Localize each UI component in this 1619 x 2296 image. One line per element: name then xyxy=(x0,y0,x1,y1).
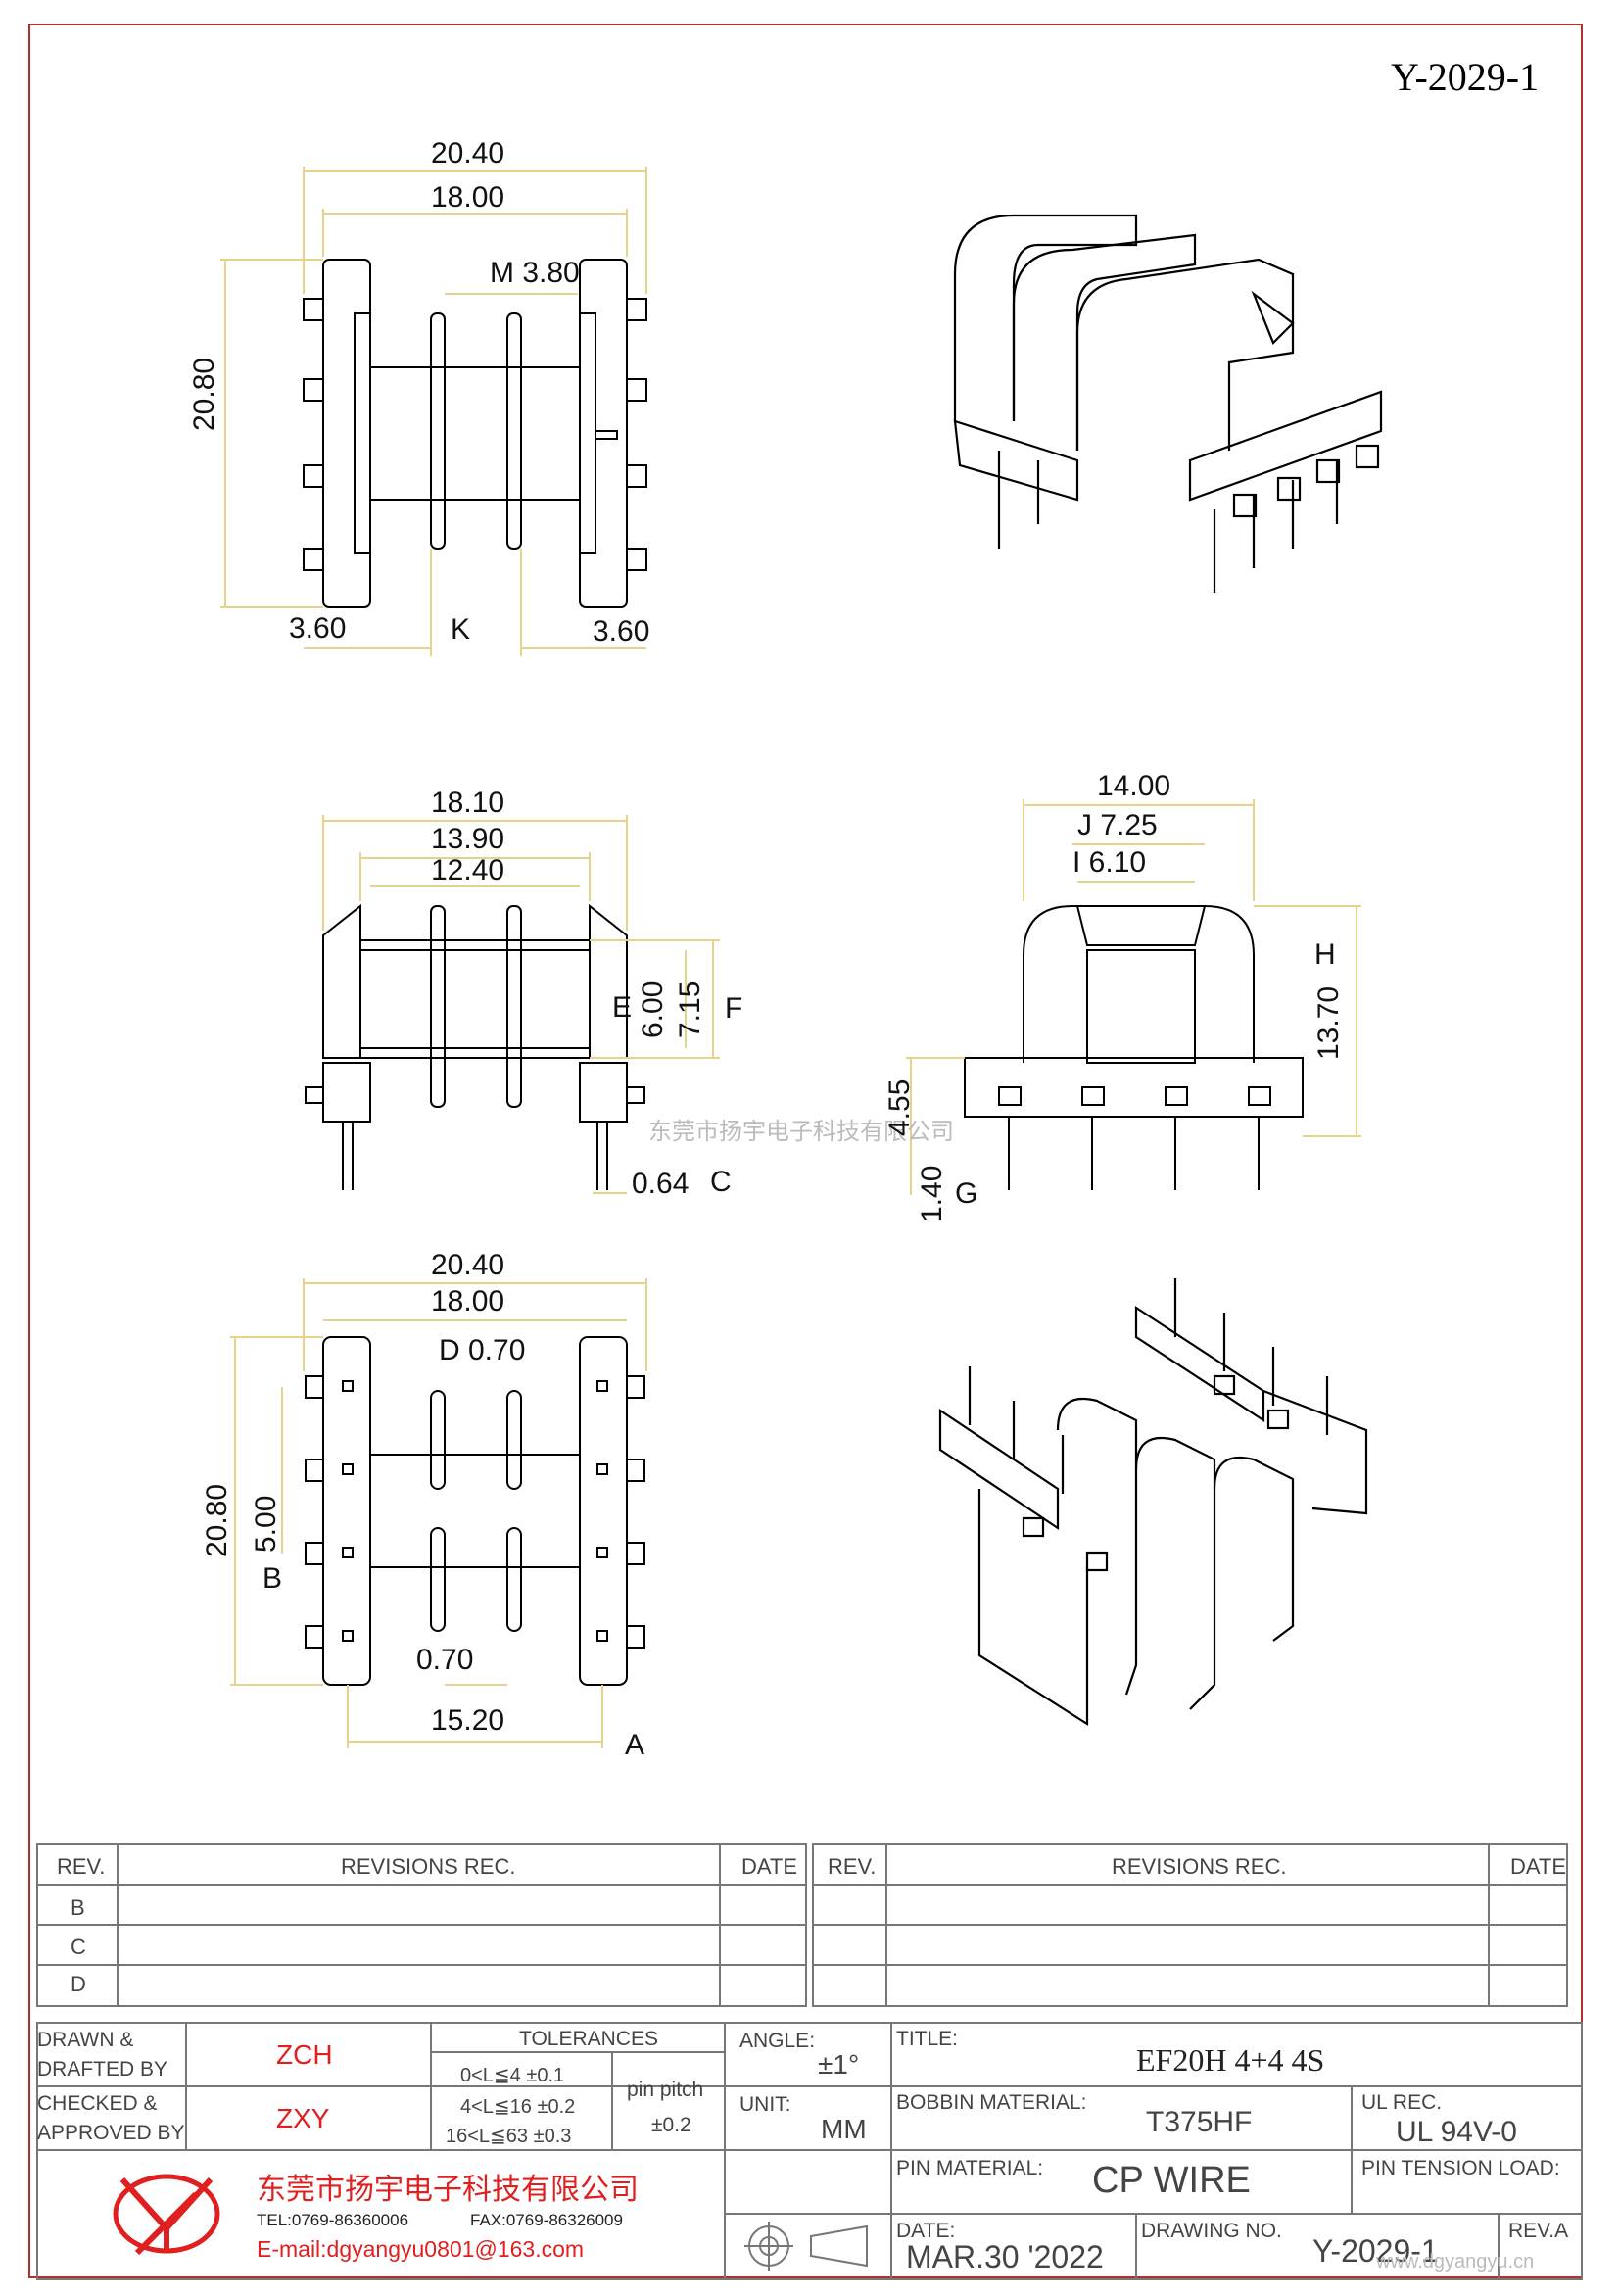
rev-row-c: C xyxy=(71,1935,86,1959)
bobbin-material-label: BOBBIN MATERIAL: xyxy=(896,2091,1087,2114)
pin-pitch-tol: ±0.2 xyxy=(651,2114,691,2136)
company-name: 东莞市扬宇电子科技有限公司 xyxy=(257,2174,639,2206)
top-view xyxy=(303,259,647,608)
drawn-by-label: DRAWN & DRAFTED BY xyxy=(37,2029,168,2081)
tolerances-label: TOLERANCES xyxy=(519,2028,658,2050)
dim-bottom-a: A xyxy=(625,1729,645,1761)
rev-header-5: REVISIONS REC. xyxy=(1112,1854,1287,1879)
dim-front-c-label: C xyxy=(710,1166,732,1198)
company-tel: TEL:0769-86360006 xyxy=(257,2211,409,2229)
dim-side-h-label: H xyxy=(1314,938,1336,971)
dim-front-f-label: F xyxy=(725,992,743,1025)
top-view-dims xyxy=(220,167,647,656)
dim-bottom-d: D 0.70 xyxy=(439,1334,526,1366)
unit-label: UNIT: xyxy=(739,2093,791,2116)
dim-side-g: 1.40 xyxy=(916,1165,948,1222)
dim-bottom-height: 20.80 xyxy=(201,1483,233,1557)
dim-bottom-inner-width: 18.00 xyxy=(431,1285,505,1317)
date-label: DATE: xyxy=(896,2220,956,2242)
dim-top-k: K xyxy=(451,613,471,646)
company-email: E-mail:dgyangyu0801@163.com xyxy=(257,2236,585,2262)
drawing-no-value: Y-2029-1 xyxy=(1312,2233,1439,2269)
dim-bottom-b: 5.00 xyxy=(250,1495,282,1553)
bottom-view xyxy=(305,1336,645,1686)
sheet-border xyxy=(28,24,1583,2278)
unit-value: MM xyxy=(821,2114,867,2144)
dim-front-c: 0.64 xyxy=(632,1168,690,1200)
dim-side-width: 14.00 xyxy=(1097,770,1171,802)
dim-front-f: 7.15 xyxy=(674,981,706,1038)
company-logo xyxy=(113,2174,220,2256)
revision-table xyxy=(36,1843,1568,2007)
rev-header-1: REV. xyxy=(57,1854,106,1879)
rev-row-d: D xyxy=(71,1972,86,1996)
top-drawing-number: Y-2029-1 xyxy=(1391,55,1540,99)
pin-pitch-label: pin pitch xyxy=(627,2079,704,2101)
bottom-watermark-url: www.dgyangyu.cn xyxy=(1376,2251,1535,2272)
dim-bottom-pitch: 15.20 xyxy=(431,1704,505,1737)
iso-view-top xyxy=(953,214,1383,593)
rev-header-2: REVISIONS REC. xyxy=(341,1854,516,1879)
projection-symbol xyxy=(744,2222,868,2271)
dim-top-height: 20.80 xyxy=(188,357,220,431)
pin-material-value: CP WIRE xyxy=(1092,2160,1251,2201)
dim-front-outer-width: 18.10 xyxy=(431,787,505,819)
dim-side-i: I 6.10 xyxy=(1072,846,1147,879)
dim-bottom-slot: 0.70 xyxy=(416,1644,474,1676)
ul-rec-label: UL REC. xyxy=(1361,2091,1443,2114)
dim-top-left: 3.60 xyxy=(289,612,347,645)
rev-header-4: REV. xyxy=(828,1854,877,1879)
ul-rec-value: UL 94V-0 xyxy=(1396,2116,1517,2148)
dim-bottom-b-label: B xyxy=(262,1562,283,1595)
dim-top-inner-width: 18.00 xyxy=(431,181,505,214)
tol-row-3: 16<L≦63 ±0.3 xyxy=(446,2126,572,2147)
tol-row-2: 4<L≦16 ±0.2 xyxy=(460,2096,576,2118)
company-fax: FAX:0769-86326009 xyxy=(470,2211,623,2229)
bobbin-material-value: T375HF xyxy=(1146,2106,1253,2138)
dim-front-e: 6.00 xyxy=(637,981,669,1038)
front-view-dims xyxy=(322,815,720,1194)
side-view xyxy=(964,905,1304,1190)
title-block xyxy=(36,2022,1583,2280)
dim-front-e-label: E xyxy=(612,991,633,1024)
rev-header-6: DATE xyxy=(1510,1854,1567,1879)
dim-front-inner-width: 12.40 xyxy=(431,854,505,886)
side-view-dims xyxy=(906,799,1361,1195)
drawn-by-value: ZCH xyxy=(276,2039,333,2070)
front-view xyxy=(305,903,645,1190)
bottom-view-dims xyxy=(230,1278,647,1748)
mid-watermark: 东莞市扬宇电子科技有限公司 xyxy=(648,1119,954,1145)
dim-top-outer-width: 20.40 xyxy=(431,137,505,169)
iso-view-bottom xyxy=(938,1278,1368,1727)
drawing-no-label: DRAWING NO. xyxy=(1141,2220,1282,2242)
pin-tension-label: PIN TENSION LOAD: xyxy=(1361,2157,1560,2179)
dim-front-mid-width: 13.90 xyxy=(431,823,505,855)
title-label: TITLE: xyxy=(896,2028,959,2050)
dim-side-j: J 7.25 xyxy=(1077,809,1158,841)
revision-label: REV.A xyxy=(1508,2220,1569,2242)
dim-bottom-outer-width: 20.40 xyxy=(431,1249,505,1281)
dim-top-right: 3.60 xyxy=(593,615,650,647)
dim-side-h: 13.70 xyxy=(1312,985,1345,1060)
date-value: MAR.30 '2022 xyxy=(906,2239,1104,2274)
tol-row-1: 0<L≦4 ±0.1 xyxy=(460,2065,565,2086)
title-value: EF20H 4+4 4S xyxy=(1136,2042,1325,2078)
dim-side-g-label: G xyxy=(955,1177,978,1210)
checked-by-label: CHECKED & APPROVED BY xyxy=(37,2092,185,2144)
angle-label: ANGLE: xyxy=(739,2030,816,2052)
angle-value: ±1° xyxy=(818,2049,860,2080)
dim-side-base: 4.55 xyxy=(883,1078,916,1136)
pin-material-label: PIN MATERIAL: xyxy=(896,2157,1044,2179)
rev-header-3: DATE xyxy=(741,1854,798,1879)
dim-top-m: M 3.80 xyxy=(490,257,580,289)
checked-by-value: ZXY xyxy=(276,2103,330,2133)
rev-row-b: B xyxy=(71,1895,85,1920)
